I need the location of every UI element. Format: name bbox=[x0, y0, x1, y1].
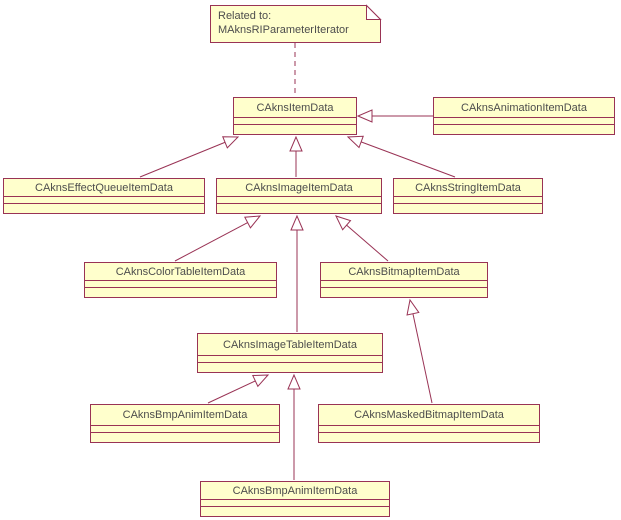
class-box-caknsimagetableitemdata[interactable]: CAknsImageTableItemData bbox=[197, 333, 383, 373]
operations-compartment bbox=[394, 203, 542, 213]
class-name: CAknsItemData bbox=[256, 101, 334, 114]
edge-maskedbitmapitemdata-to-bitmapitemdata bbox=[406, 298, 433, 404]
note-line-1: Related to: bbox=[218, 10, 272, 22]
operations-compartment bbox=[198, 362, 382, 372]
edge-bmpanimitemdata-to-imagetableitemdata bbox=[207, 374, 270, 404]
operations-compartment bbox=[319, 432, 539, 442]
attributes-compartment bbox=[234, 117, 356, 124]
class-box-caknsanimationitemdata[interactable]: CAknsAnimationItemData bbox=[433, 97, 615, 135]
note-shape bbox=[210, 5, 381, 43]
attributes-compartment bbox=[394, 196, 542, 203]
class-name: CAknsStringItemData bbox=[415, 181, 521, 194]
class-name: CAknsEffectQueueItemData bbox=[35, 181, 173, 194]
attributes-compartment bbox=[434, 117, 614, 124]
operations-compartment bbox=[85, 287, 276, 297]
note-fold-icon bbox=[366, 4, 382, 20]
class-box-caknsbmpanimitemdata-bottom[interactable]: CAknsBmpAnimItemData bbox=[200, 481, 390, 517]
attributes-compartment bbox=[85, 280, 276, 287]
edge-bitmapitemdata-to-imageitemdata bbox=[335, 215, 389, 262]
attributes-compartment bbox=[321, 280, 487, 287]
edge-colortableitemdata-to-imageitemdata bbox=[174, 215, 262, 262]
class-name: CAknsBmpAnimItemData bbox=[232, 484, 358, 497]
class-name: CAknsBmpAnimItemData bbox=[122, 409, 248, 421]
class-name: CAknsBitmapItemData bbox=[348, 265, 460, 278]
class-box-caknsmaskedbitmapitemdata[interactable]: CAknsMaskedBitmapItemData bbox=[318, 404, 540, 443]
attributes-compartment bbox=[217, 196, 381, 203]
class-box-caknsbmpanimitemdata[interactable]: CAknsBmpAnimItemData bbox=[90, 404, 280, 443]
operations-compartment bbox=[201, 506, 389, 516]
attributes-compartment bbox=[198, 355, 382, 362]
operations-compartment bbox=[434, 124, 614, 134]
note-line-2: MAknsRIParameterIterator bbox=[218, 24, 349, 36]
attributes-compartment bbox=[319, 425, 539, 432]
operations-compartment bbox=[217, 203, 381, 213]
class-name: CAknsImageTableItemData bbox=[223, 338, 357, 351]
class-name: CAknsAnimationItemData bbox=[461, 101, 587, 114]
operations-compartment bbox=[234, 124, 356, 134]
class-box-caknsbitmapitemdata[interactable]: CAknsBitmapItemData bbox=[320, 262, 488, 298]
class-box-caknsitemdata[interactable]: CAknsItemData bbox=[233, 97, 357, 135]
class-box-caknseffectqueueitemdata[interactable]: CAknsEffectQueueItemData bbox=[3, 178, 205, 214]
class-box-caknsimageitemdata[interactable]: CAknsImageItemData bbox=[216, 178, 382, 214]
operations-compartment bbox=[321, 287, 487, 297]
attributes-compartment bbox=[91, 425, 279, 432]
operations-compartment bbox=[91, 432, 279, 442]
class-name: CAknsColorTableItemData bbox=[115, 265, 246, 278]
class-name: CAknsMaskedBitmapItemData bbox=[354, 409, 504, 421]
edge-stringitemdata-to-itemdata bbox=[346, 135, 456, 178]
class-box-caknscolortableitemdata[interactable]: CAknsColorTableItemData bbox=[84, 262, 277, 298]
class-box-caknsstringitemdata[interactable]: CAknsStringItemData bbox=[393, 178, 543, 214]
attributes-compartment bbox=[4, 196, 204, 203]
operations-compartment bbox=[4, 203, 204, 213]
edge-effectqueueitemdata-to-itemdata bbox=[139, 136, 240, 178]
note: Related to: MAknsRIParameterIterator bbox=[218, 9, 376, 37]
attributes-compartment bbox=[201, 499, 389, 506]
class-name: CAknsImageItemData bbox=[245, 181, 353, 194]
